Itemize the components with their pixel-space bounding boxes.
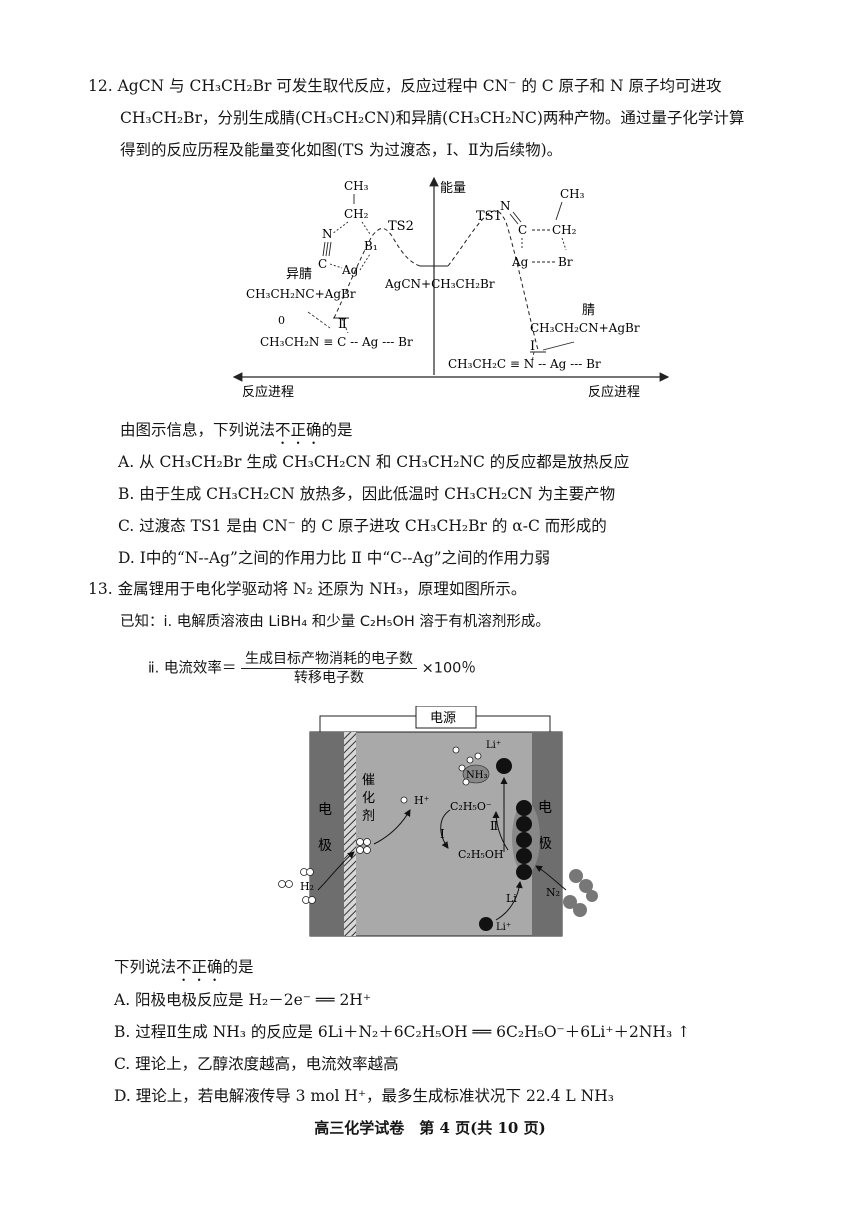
ammonia-label: NH₃ xyxy=(466,770,487,781)
ts1-br: Br xyxy=(558,255,573,269)
ts2-ch2: CH₂ xyxy=(344,207,369,221)
ethanol-label: C₂H₅OH xyxy=(458,848,503,861)
intermediate-1-label: Ⅰ xyxy=(530,339,535,354)
ts2-label: TS2 xyxy=(388,219,414,234)
intermediate-2-structure: CH₃CH₂N ≡ C -- Ag --- Br xyxy=(260,335,413,349)
q13-option-d: D. 理论上，若电解液传导 3 mol H⁺，最多生成标准状况下 22.4 L … xyxy=(114,1087,614,1105)
catalyst-char-3: 剂 xyxy=(362,809,375,824)
q12-prompt: 由图示信息，下列说法不正确的是 xyxy=(120,421,353,439)
q12-option-d: D. Ⅰ中的“N--Ag”之间的作用力比 Ⅱ 中“C--Ag”之间的作用力弱 xyxy=(118,549,551,567)
energy-axis-label: 能量 xyxy=(440,181,466,196)
ts1-ch3: CH₃ xyxy=(560,187,585,201)
q13-option-c: C. 理论上，乙醇浓度越高，电流效率越高 xyxy=(114,1055,399,1073)
li-ion-top-label: Li⁺ xyxy=(486,740,501,751)
q13-title: 13. 金属锂用于电化学驱动将 N₂ 还原为 NH₃，原理如图所示。 xyxy=(88,580,527,598)
ts2-br: B₁ xyxy=(364,239,378,253)
q12-line-2: CH₃CH₂Br，分别生成腈(CH₃CH₂CN)和异腈(CH₃CH₂NC)两种产… xyxy=(120,109,745,127)
q12-line-1: 12. AgCN 与 CH₃CH₂Br 可发生取代反应，反应过程中 CN⁻ 的 … xyxy=(88,77,722,95)
ts2-ag: Ag xyxy=(341,263,359,277)
q13-cell-diagram: 电源 电 极 电 极 催 化 剂 H₂ H⁺ C₂H₅O⁻ C₂H₅OH Ⅰ Ⅱ… xyxy=(278,706,598,937)
emphasis-not-correct: 不正确 xyxy=(275,421,322,439)
page-footer: 高三化学试卷 第 4 页(共 10 页) xyxy=(314,1119,546,1137)
power-source-label: 电源 xyxy=(430,711,456,726)
ts2-ch3: CH₃ xyxy=(344,179,369,193)
nitrile-label: 腈 xyxy=(582,303,595,318)
n2-label: N₂ xyxy=(546,886,560,899)
process-1-label: Ⅰ xyxy=(440,827,445,841)
q12-option-b: B. 由于生成 CH₃CH₂CN 放热多，因此低温时 CH₃CH₂CN 为主要产… xyxy=(118,485,616,503)
catalyst-char-2: 化 xyxy=(362,791,375,806)
catalyst-char-1: 催 xyxy=(362,773,375,788)
left-electrode-char-1: 电 xyxy=(318,802,332,818)
isonitrile-label: 异腈 xyxy=(286,267,312,282)
h2-label: H₂ xyxy=(300,880,314,893)
ethoxide-label: C₂H₅O⁻ xyxy=(450,800,492,813)
ts1-n: N xyxy=(500,199,511,213)
q13-known-1: 已知：ⅰ. 电解质溶液由 LiBH₄ 和少量 C₂H₅OH 溶于有机溶剂形成。 xyxy=(120,614,550,630)
right-electrode-char-2: 极 xyxy=(538,836,552,852)
ts2-n: N xyxy=(322,227,333,241)
isonitrile-product: CH₃CH₂NC+AgBr xyxy=(246,287,356,301)
nitrile-product: CH₃CH₂CN+AgBr xyxy=(530,321,640,335)
ts1-label: TS1 xyxy=(476,209,502,224)
q13-option-a: A. 阳极电极反应是 H₂－2e⁻ ══ 2H⁺ xyxy=(114,991,371,1009)
ts1-ch2: CH₂ xyxy=(552,223,577,237)
q12-option-c: C. 过渡态 TS1 是由 CN⁻ 的 C 原子进攻 CH₃CH₂Br 的 α-… xyxy=(118,517,607,535)
reactants-label: AgCN+CH₃CH₂Br xyxy=(384,277,495,291)
q12-energy-diagram: 能量 反应进程 反应进程 CH₃ CH₂ N B₁ C Ag TS2 异腈 CH… xyxy=(232,176,670,400)
ts1-ag: Ag xyxy=(511,255,529,269)
q13-option-b: B. 过程Ⅱ生成 NH₃ 的反应是 6Li＋N₂＋6C₂H₅OH ══ 6C₂H… xyxy=(114,1023,691,1041)
q13-prompt: 下列说法不正确的是 xyxy=(114,958,254,976)
lithium-label: Li xyxy=(506,892,517,905)
q12-option-a: A. 从 CH₃CH₂Br 生成 CH₃CH₂CN 和 CH₃CH₂NC 的反应… xyxy=(118,453,630,471)
ts2-c: C xyxy=(318,257,327,271)
current-efficiency-fraction: 生成目标产物消耗的电子数 转移电子数 xyxy=(240,650,417,687)
x-axis-right-label: 反应进程 xyxy=(588,384,640,400)
li-ion-bottom-label: Li⁺ xyxy=(496,922,511,933)
q12-line-3: 得到的反应历程及能量变化如图(TS 为过渡态，Ⅰ、Ⅱ为后续物)。 xyxy=(120,141,563,159)
left-electrode-char-2: 极 xyxy=(318,838,332,854)
intermediate-2-label: Ⅱ xyxy=(338,317,347,332)
x-axis-left-label: 反应进程 xyxy=(242,384,294,400)
emphasis-not-correct-13: 不正确 xyxy=(176,958,223,976)
zero-label: 0 xyxy=(278,314,285,327)
intermediate-1-structure: CH₃CH₂C ≡ N -- Ag --- Br xyxy=(448,357,601,371)
proton-label: H⁺ xyxy=(414,794,430,807)
right-electrode-char-1: 电 xyxy=(538,800,552,816)
ts1-c: C xyxy=(518,223,527,237)
process-2-label: Ⅱ xyxy=(490,819,498,833)
q13-known-2: ⅱ. 电流效率＝ 生成目标产物消耗的电子数 转移电子数 ×100％ xyxy=(148,650,476,687)
